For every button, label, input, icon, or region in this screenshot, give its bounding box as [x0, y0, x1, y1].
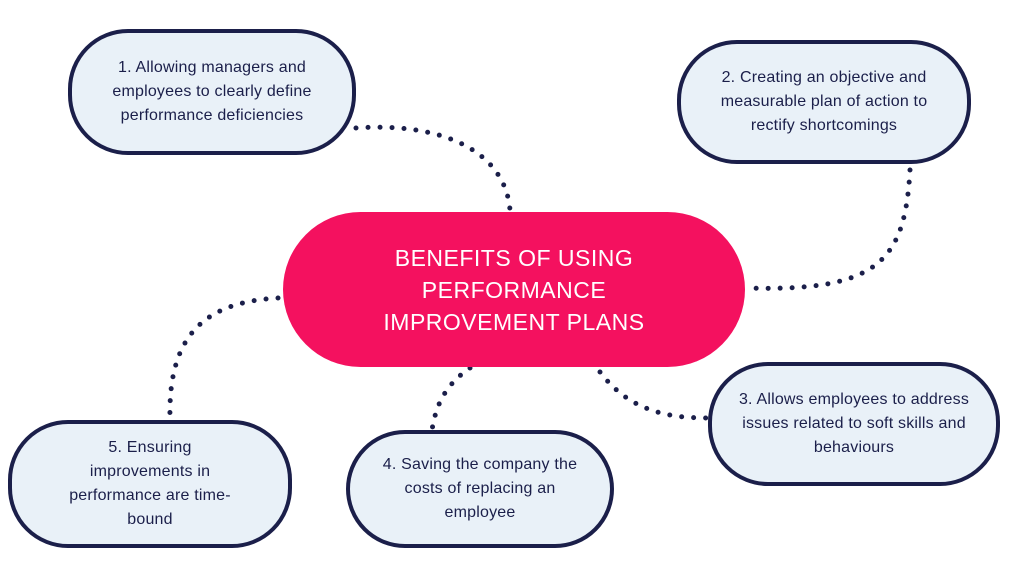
central-topic: BENEFITS OF USING PERFORMANCE IMPROVEMEN… [283, 212, 745, 367]
connector-4 [429, 365, 473, 433]
connector-3 [597, 369, 711, 421]
benefit-label-2: 2. Creating an objective and measurable … [720, 69, 928, 134]
benefit-node-2: 2. Creating an objective and measurable … [677, 40, 971, 164]
benefit-node-3: 3. Allows employees to address issues re… [708, 362, 1000, 486]
central-topic-title: BENEFITS OF USING PERFORMANCE IMPROVEMEN… [383, 244, 645, 335]
connector-5 [167, 295, 281, 421]
benefit-label-1: 1. Allowing managers and employees to cl… [112, 59, 312, 124]
connector-1 [353, 124, 513, 213]
connector-2 [743, 167, 913, 291]
benefit-node-4: 4. Saving the company the costs of repla… [346, 430, 614, 548]
benefit-label-5: 5. Ensuring improvements in performance … [69, 439, 231, 528]
benefit-node-1: 1. Allowing managers and employees to cl… [68, 29, 356, 155]
benefit-label-3: 3. Allows employees to address issues re… [738, 391, 970, 456]
benefit-node-5: 5. Ensuring improvements in performance … [8, 420, 292, 548]
benefit-label-4: 4. Saving the company the costs of repla… [382, 456, 578, 521]
